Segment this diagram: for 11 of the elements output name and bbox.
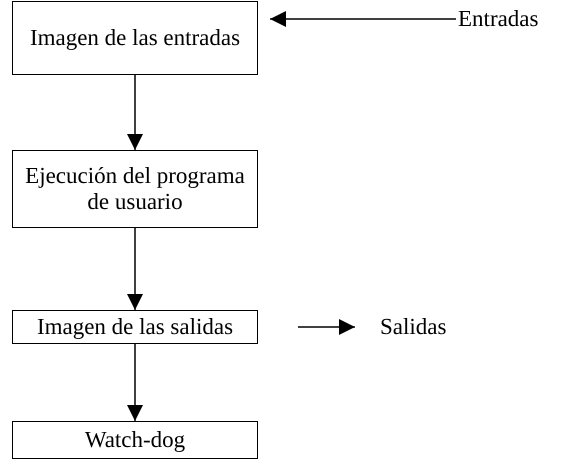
arrow [127, 344, 143, 421]
text-label: Entradas [458, 4, 584, 34]
text-label: Salidas [380, 310, 470, 344]
process-box: Watch-dog [12, 421, 258, 459]
process-box: Imagen de las entradas [12, 1, 258, 75]
arrow [298, 319, 355, 335]
arrow [270, 11, 456, 27]
process-box: Imagen de las salidas [12, 310, 258, 344]
arrow [127, 75, 143, 150]
process-box: Ejecución del programa de usuario [12, 150, 258, 228]
arrow [127, 228, 143, 310]
